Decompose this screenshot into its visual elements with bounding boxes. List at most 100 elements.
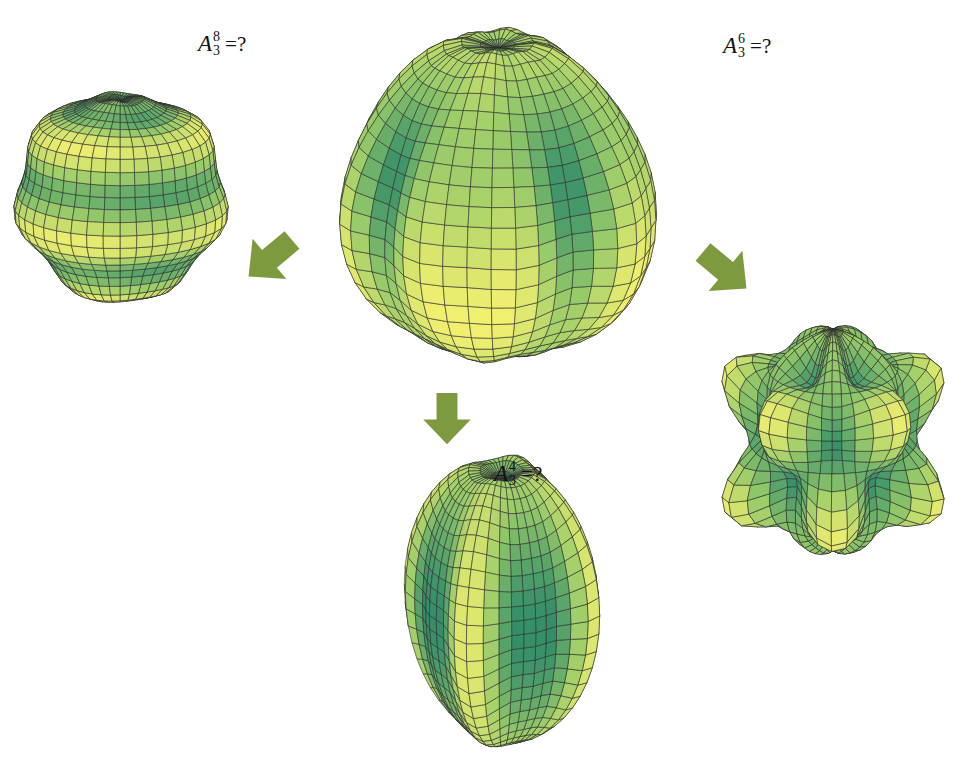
mesh-cell [833, 329, 835, 335]
mesh-cell [120, 173, 135, 186]
mesh-cell [814, 383, 824, 394]
mesh-cell [896, 357, 914, 365]
mesh-cell [135, 185, 150, 198]
mesh-cell [842, 440, 856, 451]
mesh-cell [72, 207, 89, 222]
mesh-cell [808, 461, 821, 474]
mesh-cell [832, 407, 842, 421]
mesh-cell [131, 276, 143, 286]
mesh-cell [120, 106, 126, 115]
mesh-cell [833, 342, 838, 352]
mesh-cell [149, 183, 163, 197]
mesh-cell [160, 155, 174, 170]
mesh-cell [816, 507, 831, 532]
mesh-cell [832, 460, 844, 474]
mesh-cell [97, 277, 110, 286]
mesh-cell [99, 286, 111, 295]
mesh-cell [807, 414, 822, 430]
mesh-cell [104, 258, 120, 265]
mesh-cell [89, 257, 106, 265]
mesh-cell [90, 184, 105, 197]
mesh-cell [120, 197, 136, 210]
mesh-cell [787, 487, 798, 498]
mesh-cell [855, 462, 870, 473]
mesh-cell [153, 233, 169, 247]
mesh-cell [120, 185, 135, 197]
mesh-cell [107, 137, 120, 147]
mesh-cell [136, 221, 153, 236]
mesh-cell [892, 415, 908, 435]
mesh-cell [751, 471, 771, 486]
mesh-cell [832, 351, 838, 362]
mesh-cell [105, 185, 120, 198]
mesh-cell [831, 510, 847, 532]
mesh-cell [103, 248, 120, 258]
mesh-cell [162, 168, 175, 183]
mesh-cell [909, 483, 932, 501]
mesh-cell [107, 271, 120, 278]
mesh-cell [890, 470, 909, 483]
mesh-cell [91, 158, 106, 172]
mesh-cell [61, 193, 76, 207]
mesh-cell [769, 418, 788, 438]
mesh-cell [135, 197, 151, 210]
mesh-cell [114, 105, 120, 114]
mesh-cell [120, 248, 137, 258]
mesh-cell [136, 208, 152, 222]
mesh-cell [111, 295, 121, 301]
mesh-cell [833, 335, 836, 343]
mesh-cell [129, 285, 140, 295]
mesh-cell [165, 205, 181, 220]
mesh-cell [832, 382, 841, 395]
mesh-cell [77, 156, 92, 171]
mesh-cell [163, 181, 176, 195]
mesh-cell [151, 207, 167, 221]
mesh-cell [104, 210, 120, 223]
mesh-cell [832, 431, 842, 441]
mesh-cell [79, 144, 95, 158]
mesh-cell [109, 129, 120, 137]
mesh-cell [793, 462, 808, 472]
mesh-cell [136, 247, 153, 258]
mesh-cell [787, 478, 798, 487]
mesh-cell [88, 209, 105, 223]
mesh-cell [833, 327, 842, 329]
mesh-cell [71, 220, 88, 235]
mesh-cell [120, 222, 137, 236]
mesh-cell [832, 360, 839, 371]
mesh-cell [87, 222, 104, 236]
mesh-cell [137, 234, 153, 248]
mesh-cell [120, 277, 132, 286]
mesh-cell [729, 501, 749, 518]
mesh-cell [120, 130, 131, 138]
mesh-cell [822, 441, 833, 451]
mesh-cell [57, 218, 73, 234]
mesh-cell [842, 404, 855, 420]
mesh-cell [135, 172, 150, 186]
mesh-cell [105, 172, 120, 185]
mesh-cell [109, 286, 120, 295]
mesh-cell [821, 450, 832, 461]
mesh-cell [106, 147, 120, 160]
mesh-cell [807, 451, 822, 463]
mesh-cell [106, 265, 120, 271]
mesh-cell [120, 97, 132, 101]
mesh-cell [786, 510, 795, 523]
deformed-sphere [14, 92, 228, 302]
mesh-cell [120, 123, 129, 130]
mesh-cell [823, 382, 832, 395]
mesh-cell [131, 137, 145, 147]
mesh-cell [74, 195, 90, 209]
mesh-cell [98, 128, 111, 137]
mesh-cell [92, 146, 107, 159]
mesh-cell [104, 198, 120, 210]
mesh-cell [64, 168, 77, 183]
deformed-sphere [404, 455, 599, 746]
mesh-cell [822, 406, 833, 420]
mesh-cell [167, 217, 183, 233]
mesh-cell [832, 394, 842, 407]
mesh-cell [103, 223, 120, 237]
mesh-cell [806, 440, 821, 452]
mesh-cell [832, 474, 846, 492]
